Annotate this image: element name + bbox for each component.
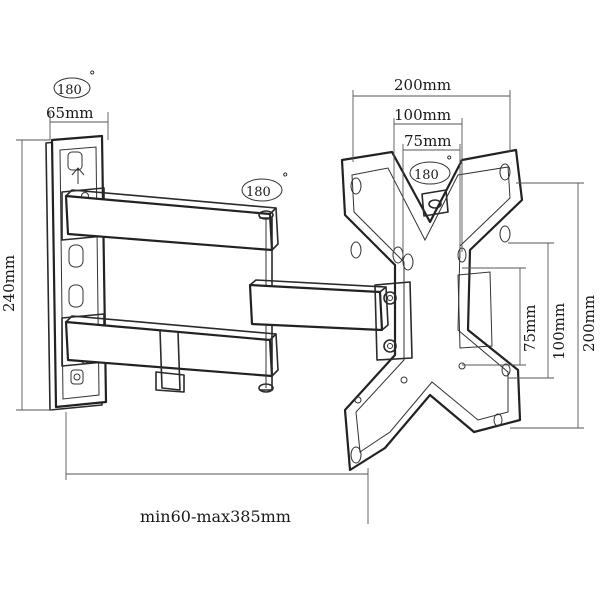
dim-vesa-horizontal: 200mm 100mm 75mm [352, 76, 511, 258]
rotation-wall-plate: 180 ° [53, 69, 96, 99]
dim-extension-label: min60-max385mm [140, 507, 291, 526]
dim-vesa-h-mid-label: 100mm [394, 106, 451, 124]
forearm [248, 279, 389, 332]
dim-wall-plate-height-label: 240mm [0, 255, 18, 312]
dim-wall-plate-width-label: 65mm [46, 104, 94, 122]
degree-mark: ° [89, 69, 96, 84]
rotation-tv-plate-label: 180 [414, 168, 439, 183]
wall-plate [45, 134, 108, 411]
dim-extension: min60-max385mm [65, 412, 369, 526]
rotation-arm-joint-label: 180 [246, 185, 271, 200]
rotation-arm-joint: 180 ° [241, 171, 289, 202]
dim-vesa-v-mid-label: 100mm [550, 303, 568, 360]
dim-wall-plate-height: 240mm [0, 139, 52, 411]
rotation-tv-plate: 180 ° [409, 154, 453, 185]
dim-vesa-h-max-label: 200mm [394, 76, 451, 94]
dim-vesa-h-min-label: 75mm [404, 132, 452, 150]
rotation-wall-plate-label: 180 [57, 83, 82, 98]
degree-mark: ° [282, 171, 289, 186]
dim-vesa-v-min-label: 75mm [521, 304, 539, 352]
dim-wall-plate-width: 65mm [46, 104, 109, 140]
dim-vesa-vertical: 75mm 100mm 200mm [462, 182, 598, 429]
degree-mark: ° [446, 154, 453, 169]
dim-vesa-v-max-label: 200mm [580, 295, 598, 352]
